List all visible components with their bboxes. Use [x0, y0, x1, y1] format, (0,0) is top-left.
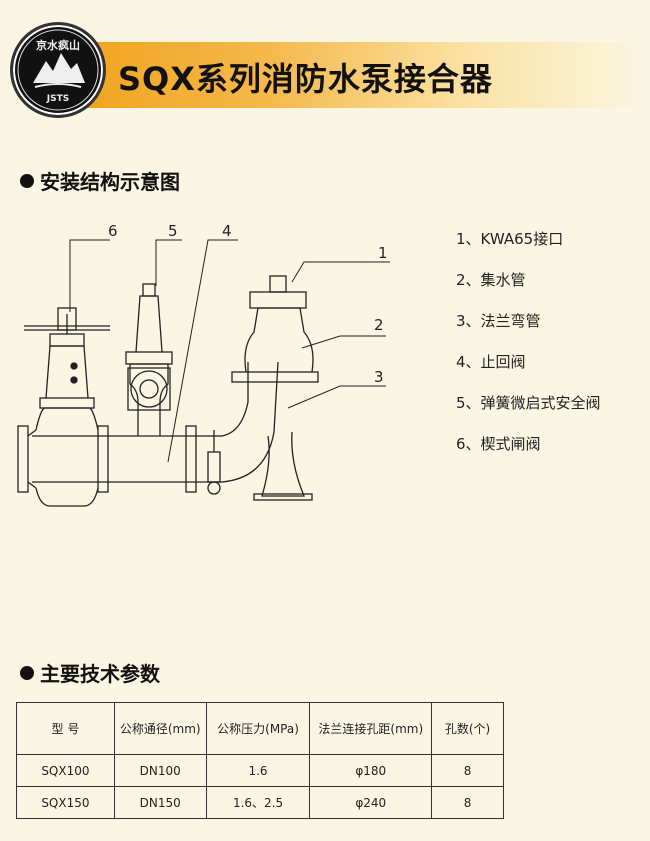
column-header-flange-hole-distance: 法兰连接孔距(mm): [309, 702, 433, 755]
check-valve: [207, 430, 222, 495]
mountain-logo-icon: 京水疯山 JSTS: [17, 29, 99, 111]
table-row: SQX100 DN100 1.6 φ180 8: [16, 754, 504, 787]
cell-diameter: DN150: [113, 786, 207, 819]
callout-3: 3: [374, 368, 384, 386]
installation-diagram: 6 5 4 1 2 3: [17, 222, 390, 507]
legend-item: 5、弹簧微启式安全阀: [456, 394, 601, 412]
column-header-nominal-pressure: 公称压力(MPa): [205, 702, 311, 755]
logo-text-top: 京水疯山: [36, 38, 80, 52]
callout-leaders: [69, 239, 390, 463]
flange-elbow: [221, 361, 313, 501]
spring-safety-valve: [125, 283, 173, 436]
section-title-params: 主要技术参数: [20, 658, 160, 687]
callout-2: 2: [374, 316, 384, 334]
bullet-icon: [20, 174, 34, 188]
collecting-pipe: [231, 275, 319, 383]
callout-4: 4: [222, 222, 232, 240]
column-header-hole-count: 孔数(个): [431, 702, 504, 755]
table-header-row: 型 号 公称通径(mm) 公称压力(MPa) 法兰连接孔距(mm) 孔数(个): [16, 702, 504, 755]
cell-hole-count: 8: [431, 786, 504, 819]
cell-hole-distance: φ180: [309, 754, 433, 787]
legend-item: 1、KWA65接口: [456, 230, 564, 248]
legend-item: 4、止回阀: [456, 353, 526, 371]
column-header-nominal-diameter: 公称通径(mm): [113, 702, 207, 755]
wedge-gate-valve: [24, 307, 110, 507]
header-band: [60, 42, 650, 108]
cell-hole-count: 8: [431, 754, 504, 787]
page-title: SQX系列消防水泵接合器: [118, 60, 493, 98]
section-title-params-label: 主要技术参数: [40, 662, 160, 686]
cell-hole-distance: φ240: [309, 786, 433, 819]
legend-item: 3、法兰弯管: [456, 312, 541, 330]
cell-model: SQX100: [16, 754, 115, 787]
logo-text-bottom: JSTS: [46, 94, 69, 104]
section-title-install: 安装结构示意图: [20, 166, 180, 195]
cell-diameter: DN100: [113, 754, 207, 787]
legend-item: 2、集水管: [456, 271, 526, 289]
table-row: SQX150 DN150 1.6、2.5 φ240 8: [16, 786, 504, 819]
main-pipe: [17, 425, 208, 493]
cell-model: SQX150: [16, 786, 115, 819]
callout-1: 1: [378, 244, 388, 262]
spec-table: 型 号 公称通径(mm) 公称压力(MPa) 法兰连接孔距(mm) 孔数(个) …: [16, 702, 504, 819]
component-legend: 1、KWA65接口 2、集水管 3、法兰弯管 4、止回阀 5、弹簧微启式安全阀 …: [456, 228, 601, 474]
callout-6: 6: [108, 222, 118, 240]
section-title-install-label: 安装结构示意图: [40, 170, 180, 194]
column-header-model: 型 号: [16, 702, 115, 755]
callout-5: 5: [168, 222, 178, 240]
cell-pressure: 1.6: [205, 754, 311, 787]
bullet-icon: [20, 666, 34, 680]
brand-logo: 京水疯山 JSTS: [10, 22, 106, 118]
legend-item: 6、楔式闸阀: [456, 435, 541, 453]
cell-pressure: 1.6、2.5: [205, 786, 311, 819]
